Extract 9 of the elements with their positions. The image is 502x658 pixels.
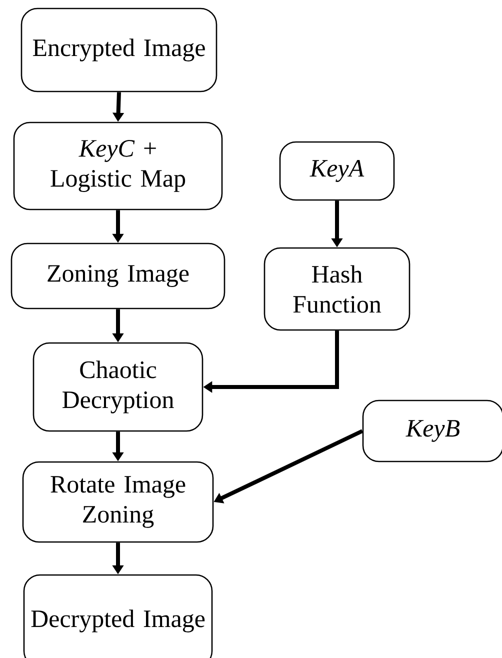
process-box: Decrypted Image — [23, 574, 213, 658]
key-box: KeyA — [279, 141, 395, 201]
key-box: KeyB — [362, 400, 502, 462]
process-box: Chaotic Decryption — [32, 342, 204, 432]
process-box: Hash Function — [264, 247, 410, 331]
process-box: Zoning Image — [10, 242, 226, 310]
process-box: Encrypted Image — [20, 8, 218, 92]
process-box: KeyC + Logistic Map — [13, 122, 223, 210]
process-box: Rotate Image Zoning — [22, 461, 214, 543]
